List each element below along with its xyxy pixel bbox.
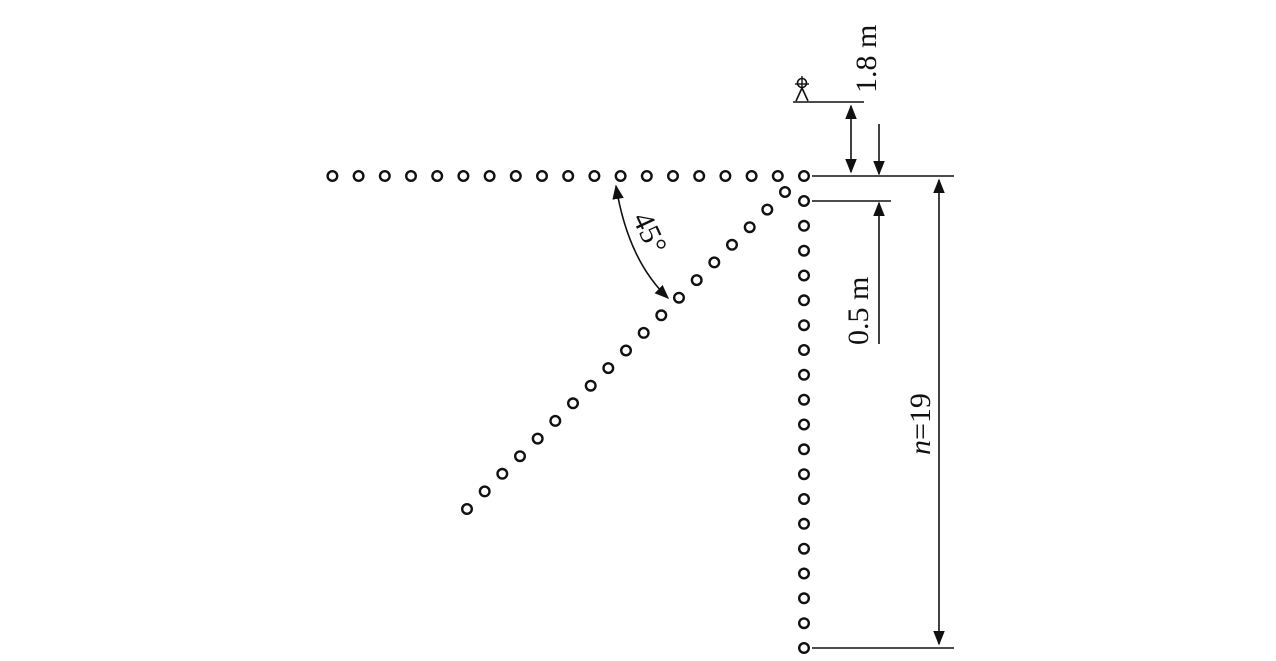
- horizontal-array-element: [378, 169, 391, 182]
- diagonal-array-element: [708, 256, 721, 269]
- horizontal-array-element: [798, 169, 811, 182]
- vertical-array-element: [798, 319, 811, 332]
- diagonal-array-element: [514, 450, 527, 463]
- angle-arc: [612, 184, 670, 299]
- horizontal-array-element: [509, 169, 522, 182]
- horizontal-array-element: [588, 169, 601, 182]
- horizontal-array-element: [614, 169, 627, 182]
- vertical-array-element: [798, 592, 811, 605]
- diagonal-array-element: [478, 485, 491, 498]
- spacing-label: 0.5 m: [842, 277, 875, 345]
- horizontal-array-element: [719, 169, 732, 182]
- vertical-array-element: [798, 269, 811, 282]
- vertical-array-element: [798, 368, 811, 381]
- vertical-array-element: [798, 443, 811, 456]
- horizontal-array-element: [405, 169, 418, 182]
- diagonal-array-element: [531, 432, 544, 445]
- diagonal-array-element: [602, 362, 615, 375]
- horizontal-array-element: [667, 169, 680, 182]
- diagonal-array-element: [461, 503, 474, 516]
- vertical-array-element: [798, 468, 811, 481]
- vertical-array-element: [798, 194, 811, 207]
- vertical-array-element: [798, 493, 811, 506]
- diagonal-array-element: [779, 185, 792, 198]
- vertical-array-element: [798, 517, 811, 530]
- vertical-array-element: [798, 294, 811, 307]
- vertical-array-element: [798, 617, 811, 630]
- vertical-array-element: [798, 642, 811, 655]
- diagonal-array-element: [655, 309, 668, 322]
- vertical-array-element: [798, 393, 811, 406]
- horizontal-array-element: [483, 169, 496, 182]
- vertical-array-element: [798, 542, 811, 555]
- diagonal-array-element: [567, 397, 580, 410]
- horizontal-array: [326, 169, 811, 182]
- vertical-array-element: [798, 418, 811, 431]
- diagonal-array-element: [743, 221, 756, 234]
- diagonal-array: [461, 185, 792, 516]
- distance-label: 1.8 m: [850, 25, 883, 93]
- diagonal-array-element: [584, 379, 597, 392]
- horizontal-array-element: [562, 169, 575, 182]
- horizontal-array-element: [431, 169, 444, 182]
- vertical-array-element: [798, 567, 811, 580]
- diagonal-array-element: [673, 291, 686, 304]
- diagonal-array-element: [761, 203, 774, 216]
- vertical-array: [798, 194, 811, 655]
- diagonal-array-element: [496, 467, 509, 480]
- diagonal-array-element: [549, 414, 562, 427]
- horizontal-array-element: [536, 169, 549, 182]
- horizontal-array-element: [640, 169, 653, 182]
- diagonal-array-element: [620, 344, 633, 357]
- horizontal-array-element: [326, 169, 339, 182]
- count-variable: n: [904, 440, 937, 455]
- vertical-array-element: [798, 219, 811, 232]
- angle-label: 45°: [626, 207, 674, 259]
- horizontal-array-element: [771, 169, 784, 182]
- vertical-array-element: [798, 344, 811, 357]
- diagonal-array-element: [637, 326, 650, 339]
- horizontal-array-element: [352, 169, 365, 182]
- count-label: n=19: [904, 393, 937, 455]
- diagonal-array-element: [726, 238, 739, 251]
- vertical-array-element: [798, 244, 811, 257]
- count-equation: =19: [904, 393, 937, 440]
- receiver-tripod-icon: [795, 76, 809, 102]
- horizontal-array-element: [693, 169, 706, 182]
- horizontal-array-element: [745, 169, 758, 182]
- diagonal-array-element: [690, 274, 703, 287]
- horizontal-array-element: [457, 169, 470, 182]
